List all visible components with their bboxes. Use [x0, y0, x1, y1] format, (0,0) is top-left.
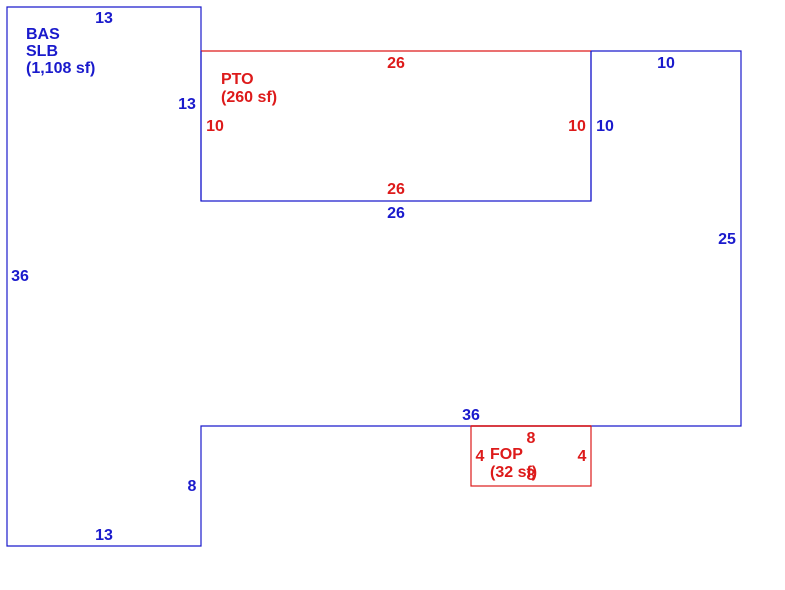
bas-dim-left-side: 36	[11, 268, 29, 285]
bas-dim-top-left: 13	[95, 10, 113, 27]
pto-dim-left: 10	[206, 118, 224, 135]
bas-code-label: BAS	[26, 26, 60, 43]
fop-dim-bottom: 8	[527, 467, 536, 484]
fop-dim-left: 4	[476, 448, 485, 465]
bas-dim-bottom-left: 13	[95, 527, 113, 544]
pto-dim-bottom: 26	[387, 181, 405, 198]
fop-dim-top: 8	[527, 430, 536, 447]
fop-code-label: FOP	[490, 446, 523, 463]
fop-dim-right: 4	[578, 448, 587, 465]
bas-area-label: (1,108 sf)	[26, 60, 95, 77]
bas-dim-right-top: 10	[657, 55, 675, 72]
pto-dim-right: 10	[568, 118, 586, 135]
pto-dim-top: 26	[387, 55, 405, 72]
bas-dim-step-down: 8	[188, 478, 197, 495]
pto-area-label: (260 sf)	[221, 89, 277, 106]
bas-dim-bottom-middle: 36	[462, 407, 480, 424]
bas-dim-pto-left: 13	[178, 96, 196, 113]
pto-code-label: PTO	[221, 71, 254, 88]
bas-sub-label: SLB	[26, 43, 58, 60]
bas-dim-pto-bottom: 26	[387, 205, 405, 222]
fop-area-label: (32 sf)	[490, 464, 537, 481]
bas-dim-right-step: 10	[596, 118, 614, 135]
bas-outline	[6, 6, 742, 547]
bas-dim-right-side: 25	[718, 231, 736, 248]
